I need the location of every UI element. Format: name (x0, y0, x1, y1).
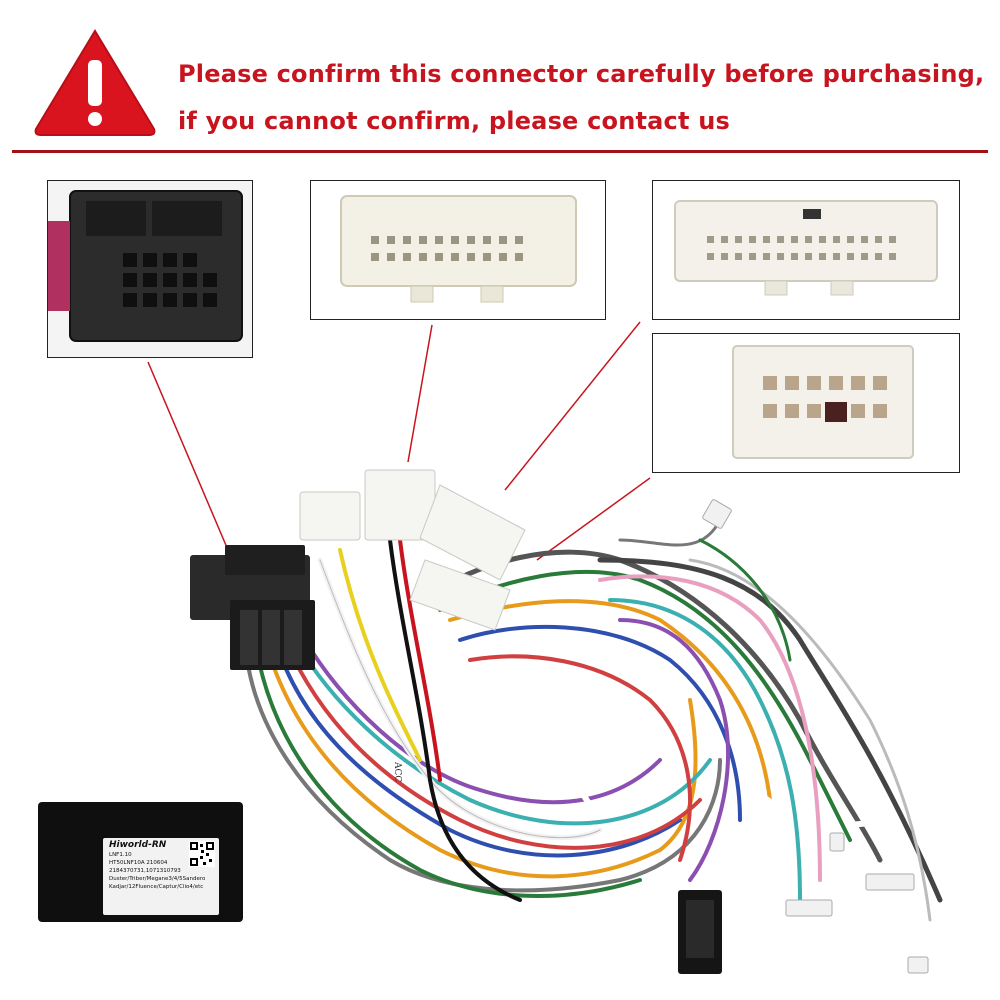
inset-white-connector-20pin (310, 180, 606, 320)
banner-divider (12, 150, 988, 153)
qr-code-icon (189, 841, 215, 867)
module-label-line: HT50LNF10A 210604 (109, 860, 168, 866)
small-plugs (702, 499, 929, 974)
warning-triangle-icon (34, 29, 156, 136)
inset-quadlock-photo (47, 180, 253, 358)
inset-white-connector-wide (652, 180, 960, 320)
quadlock-connector (190, 545, 315, 670)
module-label: Hiworld-RN LNF1.10 HT50LNF10A 210604 218… (103, 838, 219, 915)
wire-bundle (243, 518, 943, 922)
warning-headline-line2: if you cannot confirm, please contact us (178, 107, 730, 135)
module-brand: Hiworld-RN (109, 840, 167, 850)
module-label-line: Duster/Triber/Megane3/4/5Sandero (109, 876, 206, 882)
module-label-line: LNF1.10 (109, 852, 132, 858)
module-label-line: 2184370731,1071310793 (109, 868, 181, 874)
warning-headline-line1: Please confirm this connector carefully … (178, 60, 985, 88)
callout-lines (147, 321, 651, 561)
acc-wire-tag: ACC (392, 762, 402, 783)
end-connector (678, 890, 722, 974)
white-connectors (299, 469, 526, 631)
module-label-line: Kadjar/12Fluence/Captur/Clio4/etc (109, 884, 204, 890)
inset-white-connector-12pin (652, 333, 960, 473)
